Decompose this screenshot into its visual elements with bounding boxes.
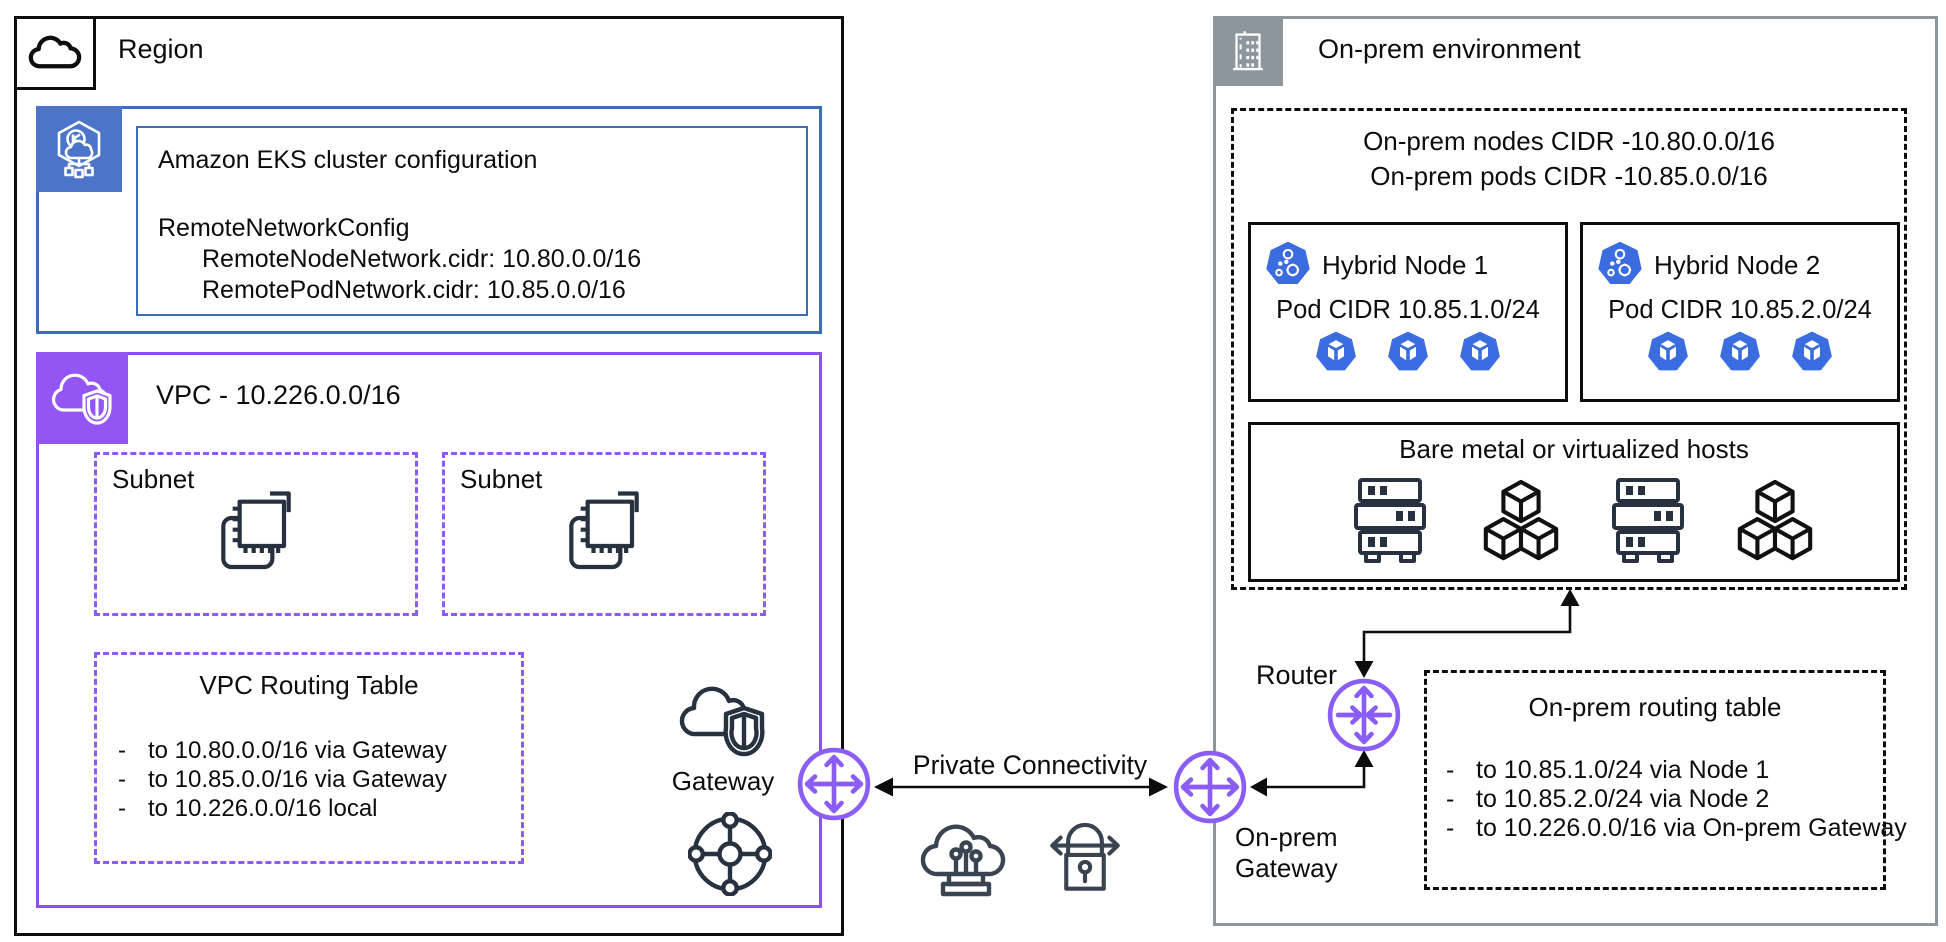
bullet-dash: - [1446,756,1455,784]
pod-icon [1386,330,1430,374]
private-connectivity-label: Private Connectivity [912,750,1148,780]
onprem-gateway-circle-icon [1171,748,1249,826]
onprem-route-row: -to 10.85.1.0/24 via Node 1 [1446,756,1907,785]
onprem-routing-table-box [1424,670,1886,890]
region-label: Region [118,34,204,64]
hybrid-node-2-pod-cidr: Pod CIDR 10.85.2.0/24 [1608,296,1872,324]
vpc-icon [36,352,128,444]
region-group-box [14,16,844,936]
cubes-icon [1732,478,1818,568]
cloud-fiber-icon [918,806,1014,904]
eks-config-title: Amazon EKS cluster configuration [158,146,538,174]
eks-config-root: RemoteNetworkConfig [158,214,410,242]
onprem-cidr-box [1231,108,1907,590]
kubernetes-node-icon [1264,240,1312,288]
onprem-route-1: to 10.85.1.0/24 via Node 1 [1476,756,1770,784]
onprem-pods-cidr: On-prem pods CIDR -10.85.0.0/16 [1370,161,1768,191]
pod-icon [1790,330,1834,374]
pod-icon [1718,330,1762,374]
onprem-gateway-label-line1: On-prem [1235,822,1338,852]
onprem-routing-table-title: On-prem routing table [1528,692,1782,722]
hybrid-node-1-box [1248,222,1568,402]
pod-icon [1458,330,1502,374]
vpn-lock-icon [1040,808,1130,900]
hosts-label: Bare metal or virtualized hosts [1399,434,1749,464]
onprem-gateway-label: On-prem Gateway [1235,822,1338,884]
vpc-route-row: -to 10.80.0.0/16 via Gateway [118,736,447,765]
vpc-route-row: -to 10.85.0.0/16 via Gateway [118,765,447,794]
onprem-nodes-cidr: On-prem nodes CIDR -10.80.0.0/16 [1363,126,1775,156]
vpc-routing-table-box [94,652,524,864]
hybrid-node-1-pod-cidr: Pod CIDR 10.85.1.0/24 [1276,296,1540,324]
subnet-2-label: Subnet [460,464,543,494]
eks-config-node-cidr: RemoteNodeNetwork.cidr: 10.80.0.0/16 [202,245,642,273]
vpc-route-2: to 10.85.0.0/16 via Gateway [148,766,447,793]
eks-config-pod-cidr: RemotePodNetwork.cidr: 10.85.0.0/16 [202,276,626,304]
hybrid-node-2-box [1580,222,1900,402]
onprem-route-row: -to 10.85.2.0/24 via Node 2 [1446,785,1907,814]
gateway-label: Gateway [671,766,775,796]
eks-group-box [36,106,822,334]
hybrid-node-2-name: Hybrid Node 2 [1654,250,1821,280]
building-icon [1213,16,1283,86]
cubes-icon [1478,478,1564,568]
bullet-dash: - [1446,785,1455,813]
pod-icon [1314,330,1358,374]
bullet-dash: - [118,795,126,822]
bullet-dash: - [1446,814,1455,842]
gateway-circle-icon [795,745,873,823]
pod-icon [1646,330,1690,374]
subnet-box-1 [94,452,418,616]
subnet-1-label: Subnet [112,464,195,494]
subnet-chip-icon [214,490,298,574]
region-icon-box [14,16,96,90]
subnet-chip-icon [562,490,646,574]
hybrid-node-1-name: Hybrid Node 1 [1322,250,1489,280]
vpc-shield-cloud-icon [674,678,770,758]
vpc-routing-table-title: VPC Routing Table [199,670,419,700]
vpc-label: VPC - 10.226.0.0/16 [156,380,401,410]
onprem-label: On-prem environment [1318,34,1581,64]
onprem-group-box [1213,16,1938,926]
onprem-route-2: to 10.85.2.0/24 via Node 2 [1476,785,1770,813]
kubernetes-node-icon [1596,240,1644,288]
vpc-route-3: to 10.226.0.0/16 local [148,795,378,822]
eks-config-box [136,126,808,316]
onprem-route-row: -to 10.226.0.0/16 via On-prem Gateway [1446,814,1907,843]
onprem-gateway-label-line2: Gateway [1235,853,1338,883]
router-circle-icon [1325,676,1403,754]
subnet-box-2 [442,452,766,616]
hosts-box [1248,422,1900,582]
cloud-icon [27,33,83,73]
router-label: Router [1256,660,1338,690]
onprem-route-3: to 10.226.0.0/16 via On-prem Gateway [1476,814,1907,842]
vpc-group-box [36,352,822,908]
server-rack-icon [1600,474,1696,568]
vpc-route-row: -to 10.226.0.0/16 local [118,794,447,823]
network-hub-icon [688,812,772,896]
bullet-dash: - [118,737,126,764]
eks-cluster-icon [36,106,122,192]
server-rack-icon [1342,474,1438,568]
vpc-route-1: to 10.80.0.0/16 via Gateway [148,737,447,764]
bullet-dash: - [118,766,126,793]
